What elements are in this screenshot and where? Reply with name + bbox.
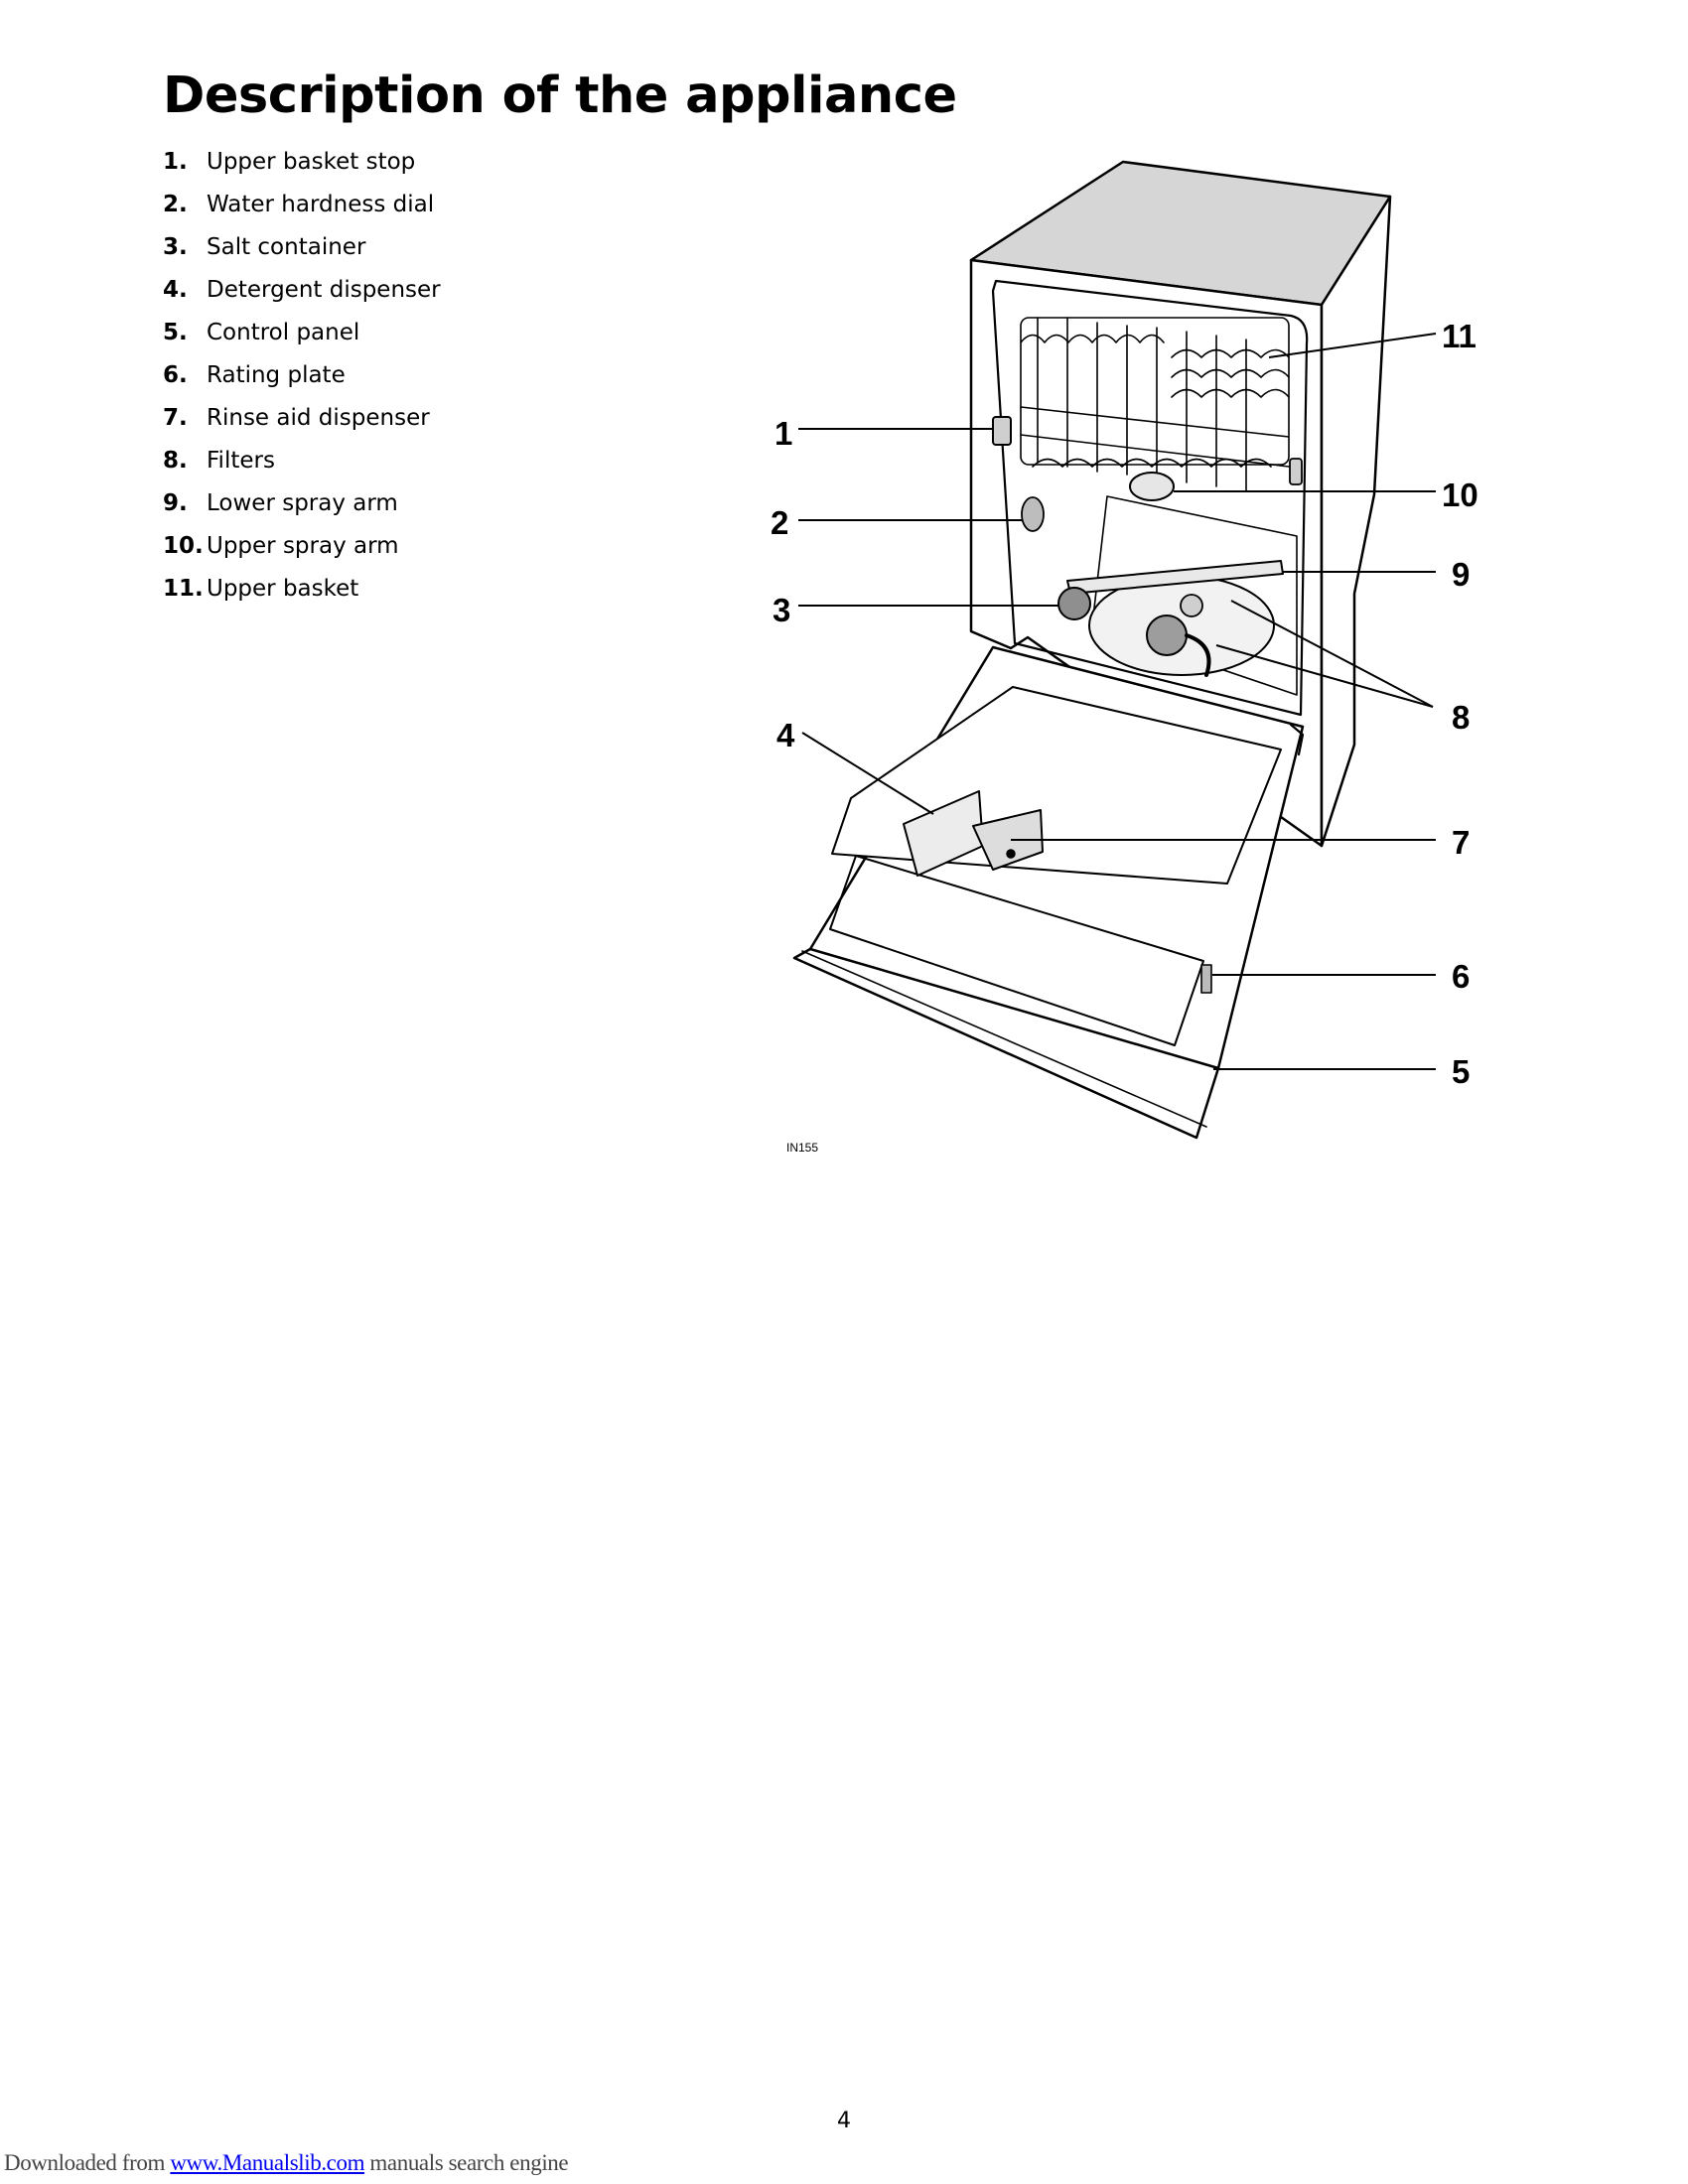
list-item: 8. Filters [163, 439, 441, 481]
list-item: 1. Upper basket stop [163, 140, 441, 183]
callout-1: 1 [774, 415, 792, 452]
list-item: 3. Salt container [163, 225, 441, 268]
item-label: Water hardness dial [207, 191, 435, 217]
list-item: 10.Upper spray arm [163, 524, 441, 567]
tub-opening [991, 279, 1309, 717]
page-number: 4 [837, 2109, 851, 2133]
callout-8: 8 [1452, 699, 1470, 736]
cabinet-right-side [1320, 195, 1392, 848]
appliance-diagram: 1 2 3 4 5 6 7 8 9 10 11 IN155 [771, 160, 1478, 1155]
basket-stop [992, 416, 1012, 446]
list-item: 9. Lower spray arm [163, 481, 441, 524]
item-number: 7. [163, 404, 188, 431]
list-item: 6. Rating plate [163, 353, 441, 396]
callout-9: 9 [1452, 556, 1470, 593]
list-item: 4. Detergent dispenser [163, 268, 441, 311]
filter-fine [1180, 594, 1203, 617]
item-number: 1. [163, 148, 188, 175]
item-label: Rinse aid dispenser [207, 404, 430, 431]
salt-container [1057, 587, 1091, 620]
figure-code: IN155 [786, 1141, 818, 1155]
callout-2: 2 [771, 504, 788, 541]
item-label: Lower spray arm [207, 489, 398, 516]
footer-prefix: Downloaded from [4, 2150, 171, 2175]
parts-list: 1. Upper basket stop 2. Water hardness dia… [163, 140, 441, 610]
item-label: Upper basket [207, 575, 359, 602]
list-item: 2. Water hardness dial [163, 183, 441, 225]
page-title: Description of the appliance [163, 67, 957, 125]
item-number: 8. [163, 447, 188, 474]
callout-6: 6 [1452, 958, 1470, 995]
rinse-aid-indicator [1006, 849, 1016, 859]
filter-arm [1185, 633, 1211, 677]
item-number: 3. [163, 233, 188, 260]
item-number: 9. [163, 489, 188, 516]
item-number: 2. [163, 191, 188, 217]
callout-7: 7 [1452, 824, 1470, 861]
item-number: 6. [163, 361, 188, 388]
leader-lines [798, 333, 1437, 1070]
manualslib-link[interactable]: www.Manualslib.com [170, 2150, 365, 2175]
callout-4: 4 [776, 717, 795, 753]
callout-5: 5 [1452, 1053, 1470, 1090]
filter-coarse [1146, 614, 1188, 656]
upper-spray-arm [1129, 472, 1175, 501]
item-number: 5. [163, 319, 188, 345]
item-label: Rating plate [207, 361, 346, 388]
item-label: Salt container [207, 233, 366, 260]
item-number: 10. [163, 532, 204, 559]
leader-8a [1230, 600, 1434, 708]
item-label: Upper basket stop [207, 148, 416, 175]
callout-3: 3 [773, 592, 790, 628]
door-edge [792, 947, 1220, 1140]
door-edge-inner [801, 950, 1207, 1128]
list-item: 11.Upper basket [163, 567, 441, 610]
rinse-aid-dispenser [972, 809, 1044, 871]
item-number: 11. [163, 575, 204, 602]
item-label: Filters [207, 447, 275, 474]
door-hinge [1289, 723, 1305, 756]
list-item: 5. Control panel [163, 311, 441, 353]
leader-8b [1215, 644, 1434, 708]
leader-11 [1268, 333, 1437, 358]
list-item: 7. Rinse aid dispenser [163, 396, 441, 439]
callout-11: 11 [1442, 318, 1477, 354]
leader-4 [801, 732, 934, 815]
item-label: Detergent dispenser [207, 276, 441, 303]
water-hardness-dial [1021, 496, 1045, 532]
footer-suffix: manuals search engine [364, 2150, 569, 2175]
rating-plate [1200, 964, 1212, 994]
callout-10: 10 [1442, 477, 1478, 513]
item-label: Upper spray arm [207, 532, 399, 559]
download-footer: Downloaded from www.Manualslib.com manua… [4, 2150, 569, 2176]
item-number: 4. [163, 276, 188, 303]
item-label: Control panel [207, 319, 360, 345]
door-lower-panel [829, 855, 1204, 1046]
upper-basket [1020, 317, 1290, 491]
basket-stop-right [1289, 458, 1303, 485]
